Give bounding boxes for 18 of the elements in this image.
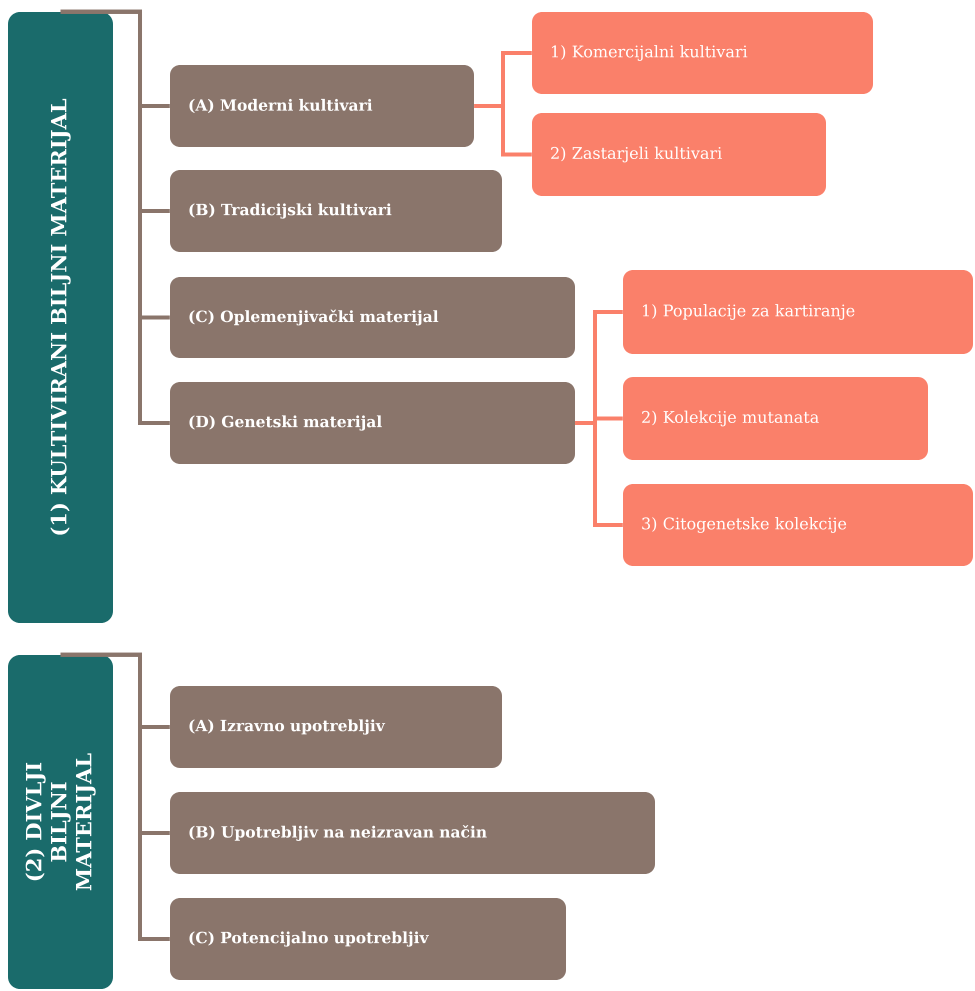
category-box: (B) Tradicijski kultivari xyxy=(170,170,502,252)
category-box: (2) DIVLJI BILJNI MATERIJAL xyxy=(8,655,113,990)
connector xyxy=(575,421,623,527)
category-box: (B) Upotrebljiv na neizravan način xyxy=(170,792,655,874)
connector xyxy=(60,10,170,425)
connector xyxy=(60,652,170,942)
subcategory-box: 2) Kolekcije mutanata xyxy=(623,377,928,460)
category-box: (D) Genetski materijal xyxy=(170,382,575,464)
subcategory-box: 2) Zastarjeli kultivari xyxy=(532,113,826,196)
category-box: (A) Izravno upotrebljiv xyxy=(170,686,502,768)
subcategory-box: 1) Populacije za kartiranje xyxy=(623,270,973,354)
subcategory-box: 3) Citogenetske kolekcije xyxy=(623,484,973,566)
category-box: (C) Oplemenjivački materijal xyxy=(170,277,575,358)
subcategory-box: 1) Komercijalni kultivari xyxy=(532,12,873,94)
connector xyxy=(474,104,532,156)
category-box: (1) KULTIVIRANI BILJNI MATERIJAL xyxy=(8,12,113,623)
category-box: (C) Potencijalno upotrebljiv xyxy=(170,898,566,980)
category-box: (A) Moderni kultivari xyxy=(170,65,474,147)
